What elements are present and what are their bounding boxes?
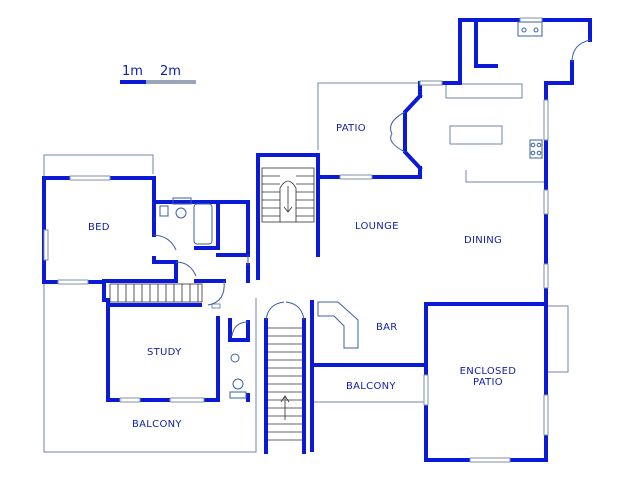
room-label-enclosed-line2: PATIO — [473, 377, 503, 388]
outline-lines — [43, 82, 569, 453]
room-label-balcony-center: BALCONY — [346, 381, 396, 392]
scale-label-1m: 1m — [122, 64, 143, 79]
room-label-balcony-bottom: BALCONY — [132, 419, 182, 430]
room-label-enclosed-patio: ENCLOSED PATIO — [450, 366, 526, 388]
room-label-study: STUDY — [147, 347, 182, 358]
room-label-enclosed-line1: ENCLOSED — [459, 366, 517, 377]
room-label-bed: BED — [88, 222, 110, 233]
room-label-bar: BAR — [376, 322, 398, 333]
stairs — [109, 167, 315, 441]
walls — [42, 18, 592, 462]
room-label-patio: PATIO — [336, 123, 366, 134]
room-label-dining: DINING — [464, 235, 503, 246]
fixtures — [159, 21, 543, 399]
doors — [153, 39, 591, 337]
room-label-lounge: LOUNGE — [355, 221, 399, 232]
scale-label-2m: 2m — [160, 64, 181, 79]
windows — [43, 17, 549, 463]
